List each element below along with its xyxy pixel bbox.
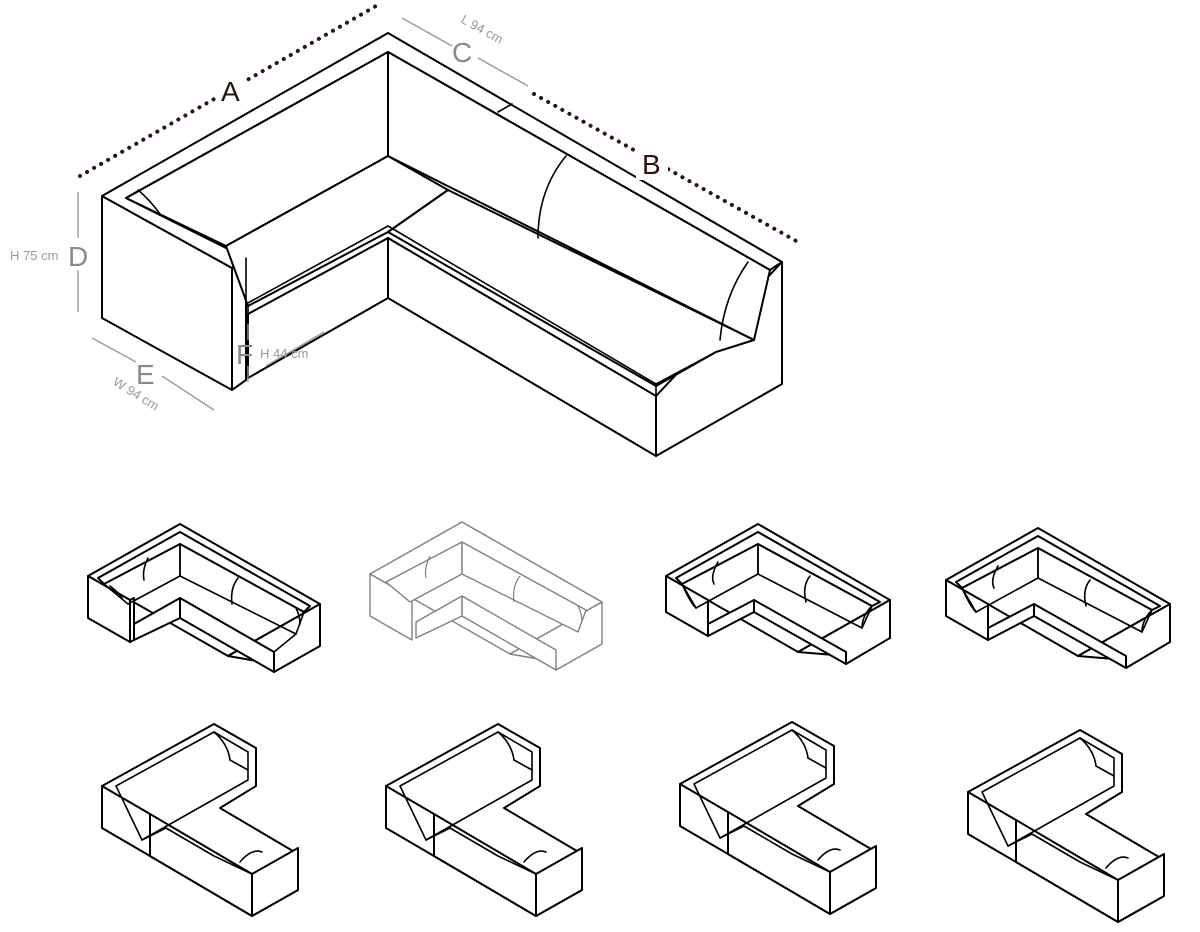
label-b: B	[642, 149, 661, 180]
label-a-mask	[216, 72, 246, 106]
variant-row-2	[101, 721, 1165, 923]
sofa-right-arm-curve	[719, 261, 749, 341]
dim-text-height-seat: H 44 cm	[260, 346, 308, 361]
variant-1-square-arms	[87, 523, 321, 673]
dotted-guide-b	[532, 92, 800, 244]
variant-6-chaise-rounded	[385, 723, 583, 917]
label-b-mask	[636, 146, 668, 180]
dim-line-e-left	[91, 337, 137, 363]
dim-text-height-total: H 75 cm	[10, 248, 58, 263]
sofa-back-seam	[497, 103, 513, 113]
dim-line-c-right	[477, 57, 529, 87]
sofa-back-cushion-mid-curve	[537, 155, 567, 239]
label-d: D	[68, 241, 88, 272]
sofa-seat-right	[387, 189, 755, 387]
variant-7-chaise-wide	[679, 721, 877, 915]
variant-5-chaise-left	[101, 723, 299, 917]
variant-row-1	[87, 521, 1171, 673]
main-corner-sofa	[101, 32, 783, 457]
variant-4-rounded-cushions	[945, 527, 1171, 669]
label-f: F	[236, 339, 253, 370]
dim-line-f-ext	[265, 331, 325, 367]
label-c: C	[452, 37, 472, 68]
dim-line-c-left	[401, 17, 453, 47]
sofa-seat-front-edge-inner	[245, 225, 717, 385]
dim-line-e-right	[161, 375, 215, 411]
variant-2-light-outline	[369, 521, 603, 671]
variant-3-rounded-arms	[665, 523, 891, 665]
label-e: E	[136, 359, 155, 390]
sofa-back-cushion-left-curve	[137, 189, 161, 215]
label-a: A	[221, 76, 240, 107]
variant-8-chaise-curved	[967, 729, 1165, 923]
sofa-seat-front-edge	[247, 237, 657, 397]
